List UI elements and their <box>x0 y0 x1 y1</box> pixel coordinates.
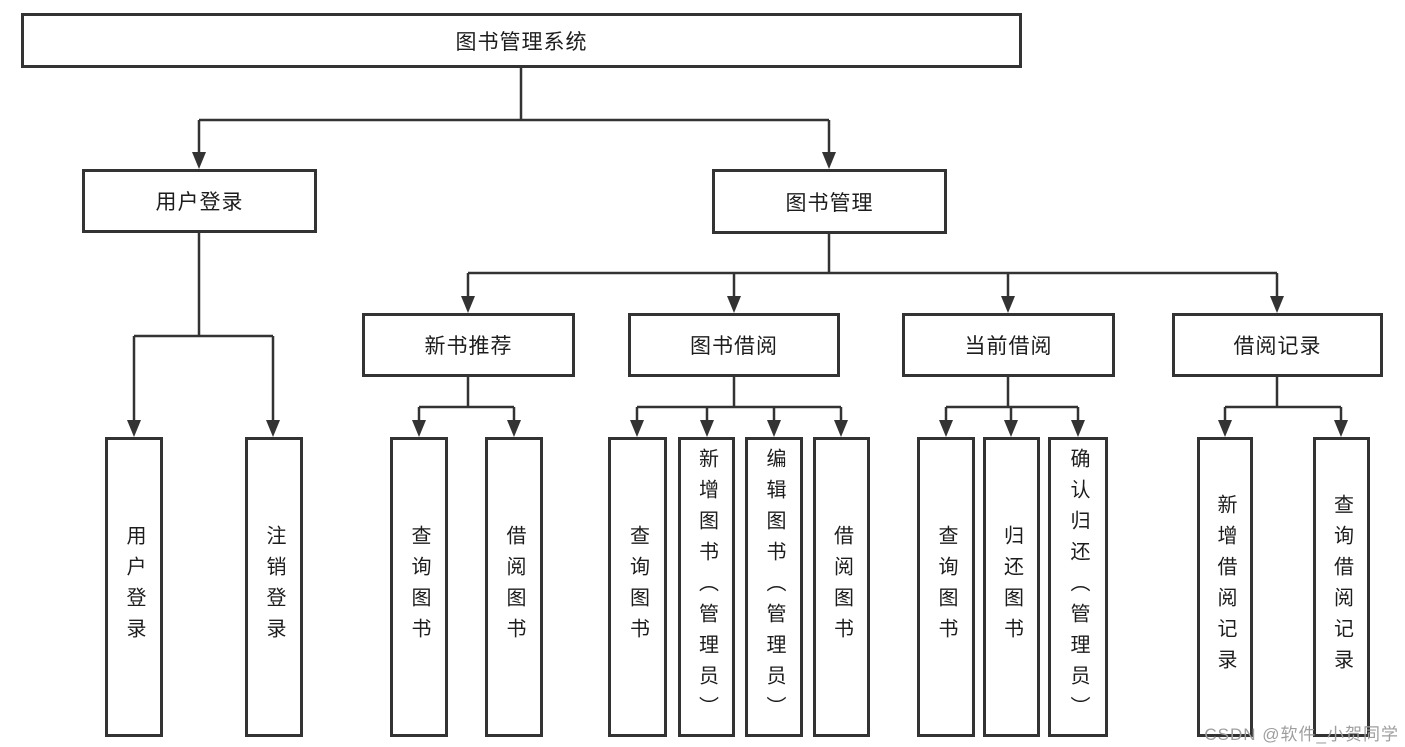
connector-userlogin-branch <box>132 233 275 422</box>
node-login-user: 用户登录 <box>105 437 163 737</box>
connector-currentborrow-branch <box>944 377 1080 422</box>
node-cb-return-book-label: 归还图书 <box>1000 525 1023 649</box>
node-root-label: 图书管理系统 <box>455 30 588 54</box>
node-book-management: 图书管理 <box>712 169 947 234</box>
node-cb-confirm-return: 确认归还（管理员） <box>1048 437 1108 737</box>
node-bb-add-book: 新增图书（管理员） <box>678 437 735 737</box>
node-new-book-recommend-label: 新书推荐 <box>424 335 513 358</box>
node-user-login-label: 用户登录 <box>155 191 244 214</box>
node-rec-query-book: 查询图书 <box>390 437 448 737</box>
node-cb-return-book: 归还图书 <box>983 437 1040 737</box>
node-current-borrow: 当前借阅 <box>902 313 1115 377</box>
node-borrow-record: 借阅记录 <box>1172 313 1383 377</box>
node-br-query-record: 查询借阅记录 <box>1313 437 1370 737</box>
node-login-user-label: 用户登录 <box>123 525 145 649</box>
node-rec-borrow-book: 借阅图书 <box>485 437 543 737</box>
node-bb-add-book-label: 新增图书（管理员） <box>695 447 718 727</box>
node-borrow-record-label: 借阅记录 <box>1233 335 1322 358</box>
node-user-login: 用户登录 <box>82 169 317 233</box>
node-br-query-record-label: 查询借阅记录 <box>1330 494 1353 680</box>
node-bb-edit-book: 编辑图书（管理员） <box>745 437 803 737</box>
node-bb-borrow-book: 借阅图书 <box>813 437 870 737</box>
node-logout-user-label: 注销登录 <box>263 525 285 649</box>
node-current-borrow-label: 当前借阅 <box>964 335 1053 358</box>
connector-bookmgmt-to-level3 <box>466 234 1279 298</box>
node-book-management-label: 图书管理 <box>785 191 874 215</box>
node-root: 图书管理系统 <box>21 13 1022 68</box>
csdn-watermark: CSDN @软件_小贺同学 <box>1204 725 1399 744</box>
node-bb-query-book: 查询图书 <box>608 437 667 737</box>
arrowheads <box>127 152 1348 437</box>
node-bb-edit-book-label: 编辑图书（管理员） <box>763 447 785 727</box>
node-cb-query-book-label: 查询图书 <box>935 525 957 649</box>
node-book-borrow-label: 图书借阅 <box>690 335 778 358</box>
connector-bookborrow-branch <box>635 377 843 422</box>
node-book-borrow: 图书借阅 <box>628 313 840 377</box>
node-rec-borrow-book-label: 借阅图书 <box>503 525 525 649</box>
node-logout-user: 注销登录 <box>245 437 303 737</box>
node-new-book-recommend: 新书推荐 <box>362 313 575 377</box>
node-cb-query-book: 查询图书 <box>917 437 975 737</box>
node-bb-borrow-book-label: 借阅图书 <box>830 525 853 649</box>
node-bb-query-book-label: 查询图书 <box>626 525 649 649</box>
node-br-add-record-label: 新增借阅记录 <box>1214 494 1236 680</box>
connector-root-to-level2 <box>197 68 831 154</box>
node-rec-query-book-label: 查询图书 <box>408 525 430 649</box>
node-br-add-record: 新增借阅记录 <box>1197 437 1253 737</box>
connector-newbook-branch <box>417 377 516 422</box>
connector-borrowrecord-branch <box>1223 377 1343 422</box>
node-cb-confirm-return-label: 确认归还（管理员） <box>1067 447 1089 727</box>
